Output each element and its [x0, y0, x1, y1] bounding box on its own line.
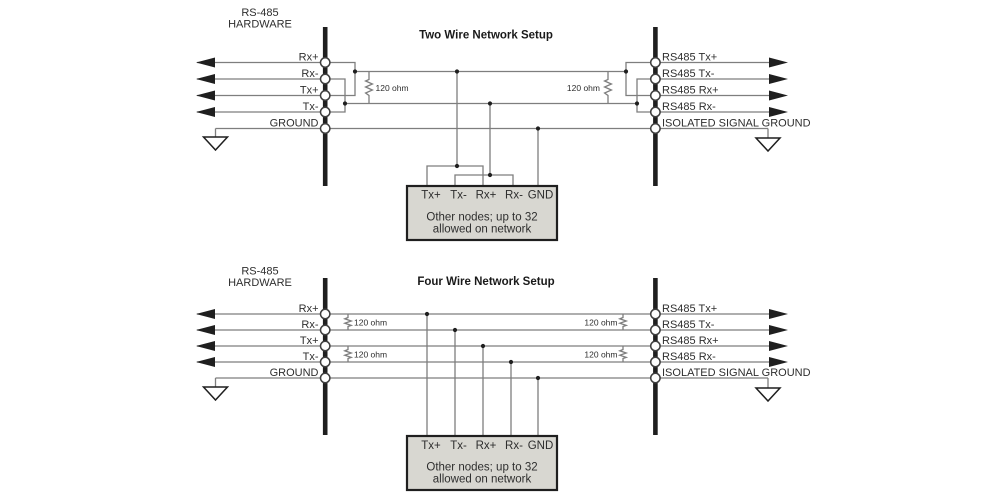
signal-label: Rx+: [299, 303, 319, 315]
right-jumper-txp-rxp: [625, 61, 651, 97]
resistor-label: 120 ohm: [354, 350, 387, 360]
terminal-label: Tx-: [450, 190, 467, 202]
signal-label: RS485 Rx-: [662, 101, 716, 113]
terminal-label: Tx+: [421, 190, 441, 202]
resistor-symbol-right: [602, 71, 614, 104]
four-wire-diagram: Four Wire Network Setup RS-485 HARDWARE: [196, 266, 811, 492]
resistor-label: 120 ohm: [354, 318, 387, 328]
right-connector-bar: [653, 27, 658, 186]
resistor-symbol-right-tx: [617, 314, 629, 330]
signal-label: Tx-: [303, 101, 319, 113]
signal-label: RS485 Tx+: [662, 303, 717, 315]
terminal-label: GND: [528, 440, 554, 452]
resistor-label: 120 ohm: [584, 318, 617, 328]
ground-symbol-icon: [201, 378, 230, 402]
signal-label: Tx+: [300, 335, 319, 347]
signal-label: RS485 Tx+: [662, 52, 717, 64]
node-box: [405, 184, 559, 242]
left-jumper-rxp-txp: [330, 61, 356, 97]
terminal-label: Rx+: [476, 440, 497, 452]
right-arrow-icons: [769, 57, 788, 117]
signal-label: GROUND: [270, 118, 319, 130]
terminal-label: Rx-: [505, 190, 523, 202]
signal-label: RS485 Rx+: [662, 335, 719, 347]
left-signal-labels: Rx+ Rx- Tx+ Tx- GROUND: [270, 52, 319, 130]
right-arrow-icons: [769, 309, 788, 367]
terminal-circles: [319, 57, 661, 134]
node-box-terminals: Tx+ Tx- Rx+ Rx- GND: [421, 190, 553, 202]
resistor-label: 120 ohm: [376, 83, 409, 93]
signal-label: RS485 Rx-: [662, 351, 716, 363]
hardware-label-line1: RS-485: [241, 7, 278, 19]
resistor-symbol-left-tx: [342, 346, 354, 362]
two-wire-title: Two Wire Network Setup: [419, 30, 553, 42]
ground-symbol-icon: [754, 128, 782, 153]
signal-label: Rx-: [301, 68, 318, 80]
node-drop-wires: [426, 314, 539, 436]
resistor-label: 120 ohm: [567, 83, 600, 93]
terminal-label: Rx+: [476, 190, 497, 202]
signal-label: RS485 Rx+: [662, 85, 719, 97]
node-box-caption-line2: allowed on network: [433, 224, 532, 236]
terminal-circles: [319, 308, 661, 384]
node-box-caption-line1: Other nodes; up to 32: [426, 212, 537, 224]
terminal-label: Tx-: [450, 440, 467, 452]
signal-label: Tx-: [303, 351, 319, 363]
hardware-label-line2: HARDWARE: [228, 277, 292, 289]
resistor-symbol-left: [363, 71, 375, 104]
signal-label: Tx+: [300, 85, 319, 97]
node-box-caption-line1: Other nodes; up to 32: [426, 462, 537, 474]
right-connector-bar: [653, 278, 658, 435]
signal-label: RS485 Tx-: [662, 68, 715, 80]
left-signal-wires: [197, 61, 323, 113]
junction-dots: [342, 69, 640, 178]
right-signal-wires: [655, 61, 769, 113]
resistor-symbol-right-rx: [617, 346, 629, 362]
signal-label: RS485 Tx-: [662, 319, 715, 331]
signal-label: Rx+: [299, 52, 319, 64]
left-connector-bar: [322, 278, 328, 435]
left-connector-bar: [322, 27, 328, 186]
two-wire-diagram: Two Wire Network Setup RS-485 HARDWARE: [196, 7, 811, 242]
ground-symbol-icon: [201, 128, 230, 152]
node-box-caption-line2: allowed on network: [433, 474, 532, 486]
four-wire-title: Four Wire Network Setup: [417, 276, 554, 288]
signal-label: GROUND: [270, 367, 319, 379]
junction-dots: [424, 311, 541, 381]
signal-label: ISOLATED SIGNAL GROUND: [662, 118, 811, 130]
ground-symbol-icon: [754, 378, 782, 403]
hardware-label-line1: RS-485: [241, 266, 278, 278]
terminal-label: Rx-: [505, 440, 523, 452]
left-arrow-icons: [196, 57, 215, 117]
terminal-label: Tx+: [421, 440, 441, 452]
terminal-label: GND: [528, 190, 554, 202]
node-box: [405, 434, 559, 492]
hardware-label-line2: HARDWARE: [228, 19, 292, 31]
signal-label: ISOLATED SIGNAL GROUND: [662, 367, 811, 379]
left-arrow-icons: [196, 309, 215, 367]
right-signal-labels: RS485 Tx+ RS485 Tx- RS485 Rx+ RS485 Rx- …: [662, 52, 811, 130]
signal-label: Rx-: [301, 319, 318, 331]
right-signal-labels: RS485 Tx+ RS485 Tx- RS485 Rx+ RS485 Rx- …: [662, 303, 811, 379]
resistor-symbol-left-rx: [342, 314, 354, 330]
node-box-terminals: Tx+ Tx- Rx+ Rx- GND: [421, 440, 553, 452]
resistor-label: 120 ohm: [584, 350, 617, 360]
left-jumper-rxm-txm: [330, 78, 346, 113]
left-signal-labels: Rx+ Rx- Tx+ Tx- GROUND: [270, 303, 319, 379]
right-jumper-txm-rxm: [636, 78, 651, 113]
